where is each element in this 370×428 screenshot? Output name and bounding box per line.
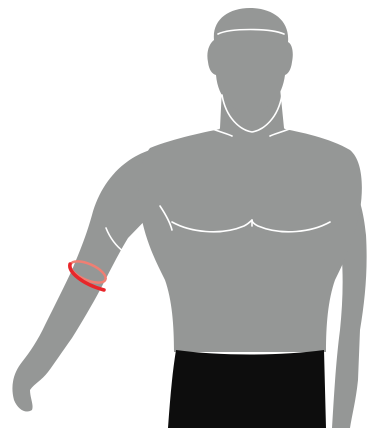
torso [138, 128, 361, 352]
shorts [168, 350, 326, 428]
